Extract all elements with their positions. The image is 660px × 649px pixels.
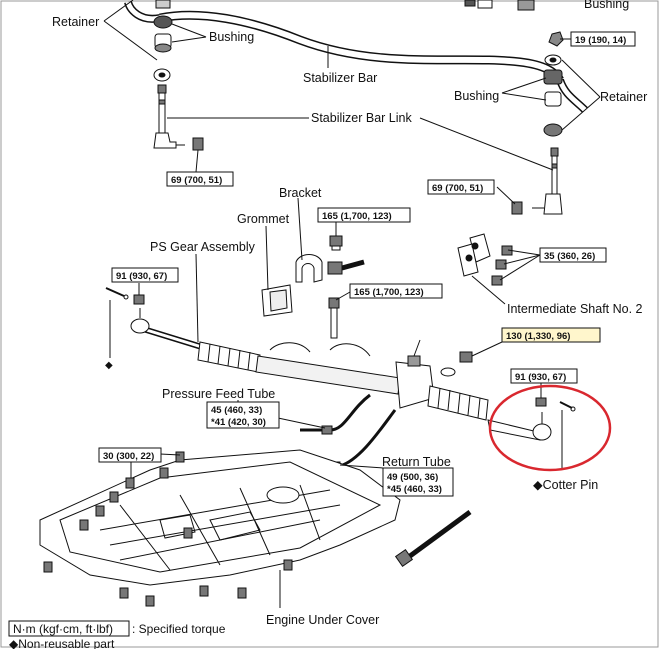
legend-torque-unit: N·m (kgf·cm, ft·lbf) [13, 622, 113, 636]
torque-box-19: 19 (190, 14) [570, 31, 636, 47]
svg-text:*45 (460, 33): *45 (460, 33) [387, 484, 442, 495]
torque-box-130: 130 (1,330, 96) [501, 327, 601, 343]
nonreusable-mark-left: ◆ [105, 360, 113, 371]
bracket [295, 254, 323, 283]
label-bracket: Bracket [279, 186, 322, 200]
label-grommet: Grommet [237, 212, 290, 226]
label-bushing-top-right: Bushing [584, 0, 629, 11]
label-stabilizer-bar-link: Stabilizer Bar Link [311, 111, 412, 125]
torque-box-165-a: 165 (1,700, 123) [317, 207, 411, 223]
svg-text:19 (190, 14): 19 (190, 14) [575, 35, 626, 46]
cotter-pin-left [105, 287, 129, 300]
svg-text:165 (1,700, 123): 165 (1,700, 123) [322, 211, 392, 222]
label-bushing-right: Bushing [454, 89, 499, 103]
highlight-circle [488, 384, 612, 472]
intermediate-shaft [457, 233, 513, 286]
stabilizer-bar [124, 0, 588, 113]
label-ps-gear-assembly: PS Gear Assembly [150, 240, 256, 254]
svg-text:165 (1,700, 123): 165 (1,700, 123) [354, 287, 424, 298]
engine-under-cover [39, 449, 401, 586]
label-retainer-right: Retainer [600, 90, 647, 104]
torque-box-91-left: 91 (930, 67) [111, 267, 179, 283]
svg-text:130 (1,330, 96): 130 (1,330, 96) [506, 331, 570, 342]
svg-text:69 (700, 51): 69 (700, 51) [171, 175, 222, 186]
label-pressure-feed-tube: Pressure Feed Tube [162, 387, 275, 401]
bracket-bolts [327, 235, 365, 339]
leader-lines [103, 0, 601, 608]
svg-text:35 (360, 26): 35 (360, 26) [544, 251, 595, 262]
top-right-part [464, 0, 493, 9]
cover-screws [43, 451, 293, 607]
label-retainer-left: Retainer [52, 15, 99, 29]
stabilizer-link-right [511, 147, 563, 215]
bushing-stack-left [153, 0, 173, 82]
legend-nonreusable: ◆Non-reusable part [9, 637, 115, 649]
torque-box-69-right: 69 (700, 51) [427, 179, 495, 195]
svg-text:30 (300, 22): 30 (300, 22) [103, 451, 154, 462]
stabilizer-link-left [153, 84, 204, 151]
svg-text:49 (500, 36): 49 (500, 36) [387, 472, 438, 483]
svg-text:45 (460, 33): 45 (460, 33) [211, 405, 262, 416]
torque-box-45: 45 (460, 33) *41 (420, 30) [206, 401, 280, 429]
ps-gear-assembly [130, 308, 489, 421]
torque-box-165-b: 165 (1,700, 123) [349, 283, 443, 299]
torque-box-35: 35 (360, 26) [539, 247, 607, 263]
svg-text:69 (700, 51): 69 (700, 51) [432, 183, 483, 194]
label-intermediate-shaft: Intermediate Shaft No. 2 [507, 302, 643, 316]
long-bolt [394, 509, 472, 568]
mount-nut-130 [440, 351, 473, 377]
svg-text:91 (930, 67): 91 (930, 67) [515, 372, 566, 383]
grommet [261, 284, 293, 317]
bushing-stack-right [517, 0, 564, 137]
castle-nut-left [133, 294, 145, 305]
cotter-pin-right [559, 401, 576, 412]
legend: N·m (kgf·cm, ft·lbf) : Specified torque … [8, 620, 226, 649]
label-return-tube: Return Tube [382, 455, 451, 469]
label-engine-under-cover: Engine Under Cover [266, 613, 379, 627]
torque-box-49: 49 (500, 36) *45 (460, 33) [382, 467, 454, 497]
legend-torque-desc: : Specified torque [132, 622, 226, 636]
label-cotter-pin: ◆Cotter Pin [533, 478, 598, 492]
label-bushing-top: Bushing [209, 30, 254, 44]
label-stabilizer-bar: Stabilizer Bar [303, 71, 377, 85]
svg-text:91 (930, 67): 91 (930, 67) [116, 271, 167, 282]
svg-text:*41 (420, 30): *41 (420, 30) [211, 417, 266, 428]
torque-box-30: 30 (300, 22) [98, 447, 162, 463]
tie-rod-end-right [487, 397, 552, 441]
torque-box-69-left: 69 (700, 51) [166, 171, 234, 187]
torque-box-91-right: 91 (930, 67) [510, 368, 578, 384]
